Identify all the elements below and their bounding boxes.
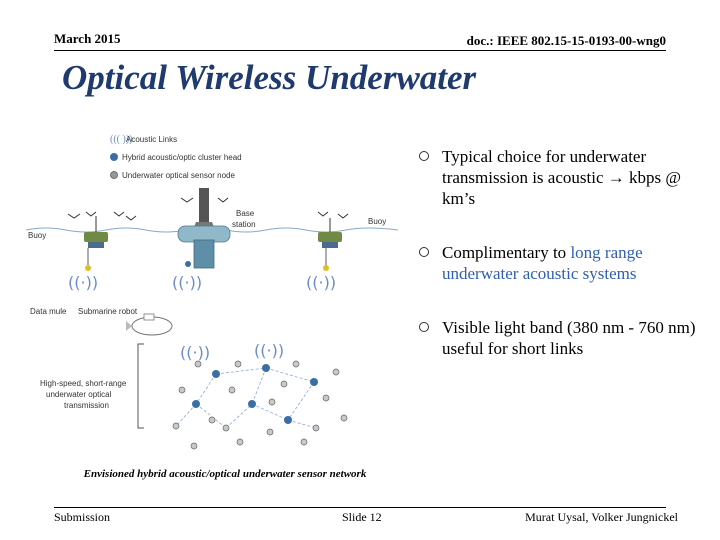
bullet-text: Visible light band (380 nm - 760 nm) use… (442, 318, 695, 358)
optical-links (176, 368, 316, 428)
slide-title: Optical Wireless Underwater (62, 58, 476, 98)
svg-text:((·)): ((·)) (180, 343, 210, 362)
label-buoy-left: Buoy (28, 231, 46, 240)
bullet-text-before: Complimentary to (442, 243, 570, 262)
base-station (178, 188, 230, 268)
label-buoy-right: Buoy (368, 217, 386, 226)
label-submarine-robot: Submarine robot (78, 307, 138, 316)
footer-divider (54, 507, 666, 508)
header-doc-id: doc.: IEEE 802.15-15-0193-00-wng0 (467, 33, 666, 49)
label-data-mule: Data mule (30, 307, 67, 316)
network-diagram: ((( ))) Acoustic Links Hybrid acoustic/o… (26, 128, 398, 458)
bullet-item: Complimentary to long range underwater a… (412, 242, 702, 284)
acoustic-wave-icons: ((·)) ((·)) ((·)) ((·)) ((·)) (68, 273, 336, 362)
submarine-robot (126, 314, 172, 335)
sensor-node-icon (111, 172, 118, 179)
label-base-station-1: Base (236, 209, 255, 218)
legend-acoustic-links: Acoustic Links (126, 135, 177, 144)
label-base-station-2: station (232, 220, 256, 229)
legend: ((( ))) Acoustic Links Hybrid acoustic/o… (110, 134, 242, 180)
svg-text:((·)): ((·)) (172, 273, 202, 292)
header-date: March 2015 (54, 31, 121, 47)
bullet-item: Visible light band (380 nm - 760 nm) use… (412, 317, 702, 359)
bullet-circle-icon (419, 151, 429, 161)
transmission-bracket (138, 344, 144, 428)
cluster-heads (192, 364, 318, 424)
legend-sensor-node: Underwater optical sensor node (122, 171, 236, 180)
header-divider (54, 50, 666, 51)
legend-cluster-head: Hybrid acoustic/optic cluster head (122, 153, 242, 162)
svg-text:((·)): ((·)) (254, 341, 284, 360)
bullet-text: Typical choice for underwater transmissi… (442, 147, 681, 208)
bullet-list: Typical choice for underwater transmissi… (412, 146, 702, 392)
figure-caption: Envisioned hybrid acoustic/optical under… (80, 466, 370, 482)
bullet-circle-icon (419, 322, 429, 332)
bullet-item: Typical choice for underwater transmissi… (412, 146, 702, 209)
svg-text:((·)): ((·)) (306, 273, 336, 292)
cluster-head-icon (110, 153, 118, 161)
footer-slide-number: Slide 12 (342, 510, 382, 525)
svg-text:((·)): ((·)) (68, 273, 98, 292)
label-transmission-2: underwater optical (46, 390, 112, 399)
footer-submission: Submission (54, 510, 110, 525)
footer-authors: Murat Uysal, Volker Jungnickel (525, 510, 678, 525)
bullet-circle-icon (419, 247, 429, 257)
label-transmission-3: transmission (64, 401, 109, 410)
buoy-right (318, 218, 342, 271)
label-transmission-1: High-speed, short-range (40, 379, 127, 388)
buoy-left (84, 216, 108, 271)
